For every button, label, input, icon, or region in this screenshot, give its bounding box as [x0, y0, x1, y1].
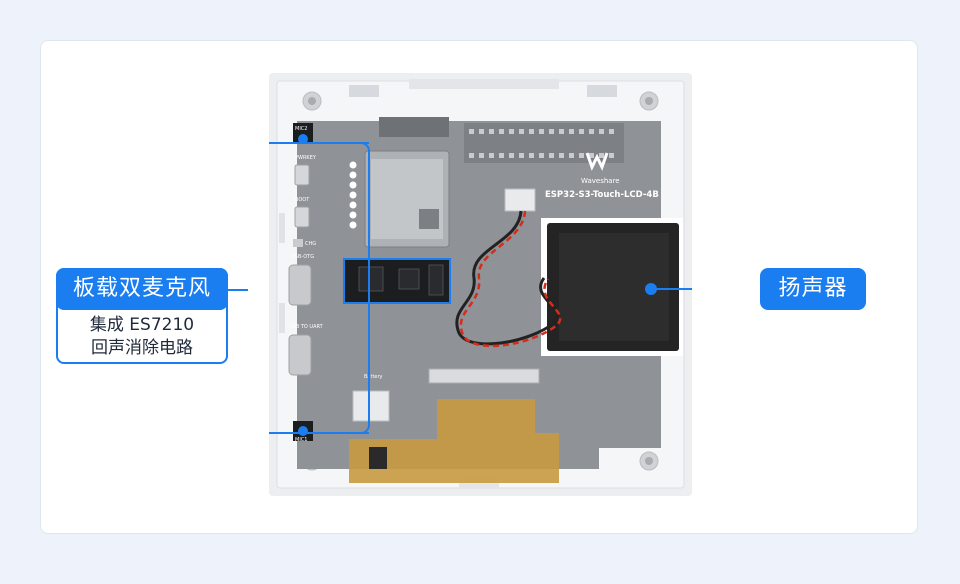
usb-otg-port	[288, 264, 312, 306]
chg-silk: CHG	[305, 241, 316, 247]
board-photo: Waveshare ESP32-S3-Touch-LCD-4B PWRKEY B…	[269, 73, 692, 496]
svg-text:Waveshare: Waveshare	[581, 177, 620, 185]
mic-highlight-frame	[269, 142, 370, 434]
waveshare-logo: Waveshare	[581, 152, 620, 185]
mic2-module	[293, 123, 313, 143]
mic-callout-desc: 集成 ES7210 回声消除电路	[58, 314, 226, 360]
battery-silk: Battery	[364, 374, 383, 380]
model-silk: ESP32-S3-Touch-LCD-4B	[545, 190, 659, 200]
mic2-silk: MIC2	[295, 126, 307, 132]
pwrkey-silk: PWRKEY	[295, 155, 317, 161]
mic-pointer-line	[228, 289, 248, 291]
speaker-callout: 扬声器	[760, 268, 866, 310]
mic1-silk: MIC1	[295, 437, 307, 443]
mic-callout-title: 板载双麦克风	[56, 268, 228, 310]
mic-callout-line1: 集成 ES7210	[89, 315, 195, 335]
usb-uart-silk: USB TO UART	[289, 324, 324, 330]
usb-uart-port	[288, 334, 312, 376]
mic-callout-line2: 回声消除电路	[91, 338, 193, 358]
mic-callout: 板载双麦克风 集成 ES7210 回声消除电路	[56, 268, 228, 364]
mic1-marker	[298, 426, 308, 436]
mic2-marker	[298, 134, 308, 144]
battery-connector	[352, 390, 390, 422]
usb-otg-silk: USB-OTG	[291, 254, 314, 260]
fpc-ribbon	[349, 399, 559, 483]
speaker-connector	[504, 188, 536, 212]
boot-silk: BOOT	[295, 197, 310, 203]
